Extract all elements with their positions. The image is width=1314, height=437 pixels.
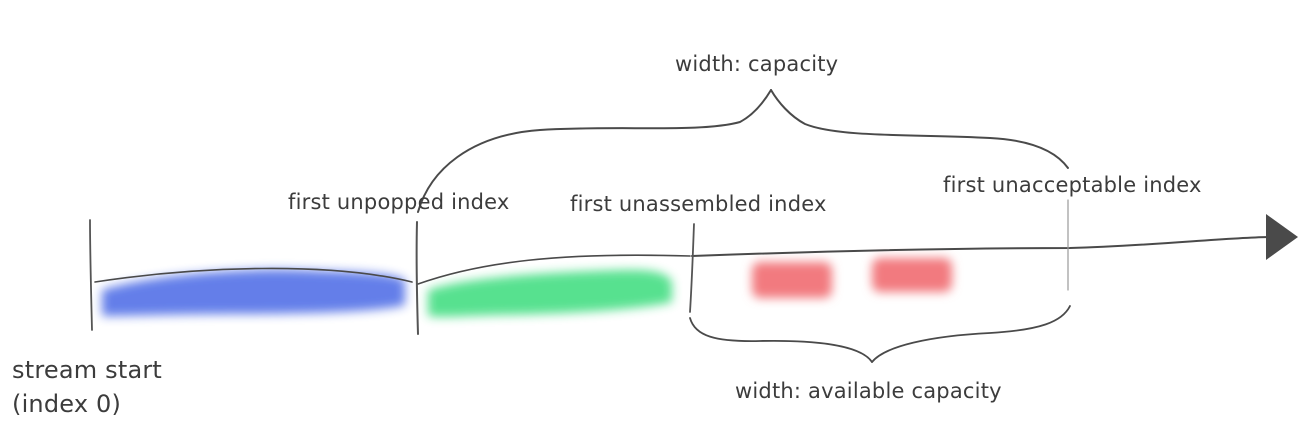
stream-start-tick (89, 219, 93, 331)
stream-line (94, 236, 1269, 285)
first-unpopped-index-label: first unpopped index (288, 190, 510, 214)
index-ticks (89, 199, 1069, 335)
popped-bytes-segment (102, 269, 405, 316)
first-unacceptable-index-label: first unacceptable index (943, 173, 1202, 197)
available-capacity-brace (689, 305, 1071, 363)
stream-start-label: stream start (12, 356, 163, 384)
first-unassembled-tick (689, 223, 695, 313)
arrow-head-icon (1266, 214, 1298, 260)
capacity-label: width: capacity (675, 52, 839, 76)
unassembled-bytes-segment-1 (752, 262, 832, 298)
unassembled-bytes-segment-2 (872, 258, 952, 292)
stream-start-index-label: (index 0) (12, 390, 122, 418)
capacity-brace (417, 89, 1069, 213)
available-capacity-label: width: available capacity (735, 379, 1002, 403)
first-unassembled-index-label: first unassembled index (570, 192, 827, 216)
first-unpopped-tick (415, 221, 419, 335)
buffered-bytes-segment (428, 269, 672, 317)
